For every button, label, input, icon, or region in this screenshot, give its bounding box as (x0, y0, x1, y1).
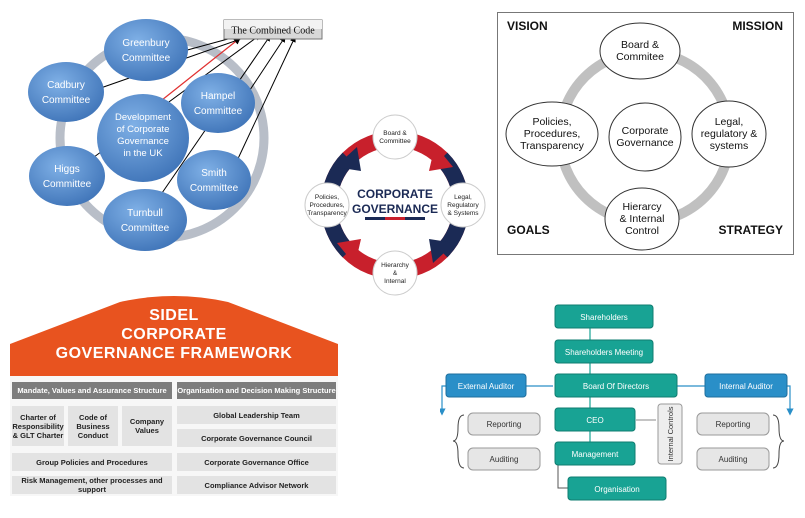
org-internal-auditor: Internal Auditor (719, 382, 773, 391)
sidel-code: Code of Business Conduct (68, 406, 118, 446)
sidel-glt: Global Leadership Team (177, 406, 336, 424)
org-management: Management (572, 450, 619, 459)
sidel-title-line1: SIDEL (149, 307, 199, 324)
cycle-node-hierarchy: Hierarchy&Internal (381, 262, 410, 285)
bubble-higgs (29, 146, 105, 206)
sidel-left-header: Mandate, Values and Assurance Structure (12, 382, 172, 399)
cycle-node-board: Board &Committee (379, 130, 411, 145)
vision-node-policies: Policies,Procedures,Transparency (520, 116, 585, 152)
org-reporting-left: Reporting (487, 420, 522, 429)
bubble-turnbull (103, 189, 187, 251)
sidel-body: Mandate, Values and Assurance Structure … (10, 376, 338, 496)
bubble-cadbury (28, 62, 104, 122)
combined-code-label: The Combined Code (231, 26, 315, 37)
corner-strategy: STRATEGY (719, 223, 783, 237)
org-internal-controls: Internal Controls (666, 406, 675, 461)
org-auditing-right: Auditing (719, 455, 748, 464)
org-auditing-left: Auditing (490, 455, 519, 464)
bubble-smith (177, 150, 251, 210)
org-organisation: Organisation (594, 485, 639, 494)
org-ceo: CEO (586, 416, 603, 425)
org-shareholders: Shareholders (580, 313, 628, 322)
sidel-council: Corporate Governance Council (177, 429, 336, 447)
org-external-auditor: External Auditor (458, 382, 515, 391)
org-board: Board Of Directors (583, 382, 649, 391)
org-chart: Shareholders Shareholders Meeting Board … (440, 304, 794, 501)
cycle-center-line2: GOVERNANCE (352, 202, 438, 216)
corner-mission: MISSION (732, 19, 783, 33)
sidel-office: Corporate Governance Office (177, 453, 336, 471)
vision-node-legal: Legal,regulatory &systems (701, 116, 758, 152)
corner-goals: GOALS (507, 223, 550, 237)
cycle-center-line1: CORPORATE (357, 187, 433, 201)
cycle-node-legal: Legal,Regulatory& Systems (447, 194, 479, 217)
sidel-right-header: Organisation and Decision Making Structu… (177, 382, 336, 399)
cycle-diagram: CORPORATE GOVERNANCE Board &Committee Le… (304, 114, 486, 296)
sidel-header: SIDEL CORPORATE GOVERNANCE FRAMEWORK (10, 296, 338, 376)
cycle-node-policies: Policies,Procedures,Transparency (307, 194, 347, 217)
sidel-charter: Charter of Responsibility & GLT Charter (12, 406, 64, 446)
sidel-title-line2: CORPORATE (121, 326, 227, 343)
sidel-network: Compliance Advisor Network (177, 476, 336, 494)
sidel-title: SIDEL CORPORATE GOVERNANCE FRAMEWORK (10, 306, 338, 363)
sidel-policies: Group Policies and Procedures (12, 453, 172, 471)
org-reporting-right: Reporting (716, 420, 751, 429)
sidel-values: Company Values (122, 406, 172, 446)
bubble-hampel (181, 73, 255, 133)
sidel-risk: Risk Management, other processes and sup… (12, 476, 172, 494)
vision-node-board: Board &Commitee (616, 39, 664, 63)
corner-vision: VISION (507, 19, 548, 33)
sidel-roof (10, 296, 338, 376)
bubble-center (97, 94, 189, 182)
bubble-greenbury (104, 19, 188, 81)
sidel-title-line3: GOVERNANCE FRAMEWORK (55, 345, 293, 362)
org-meeting: Shareholders Meeting (565, 348, 643, 357)
